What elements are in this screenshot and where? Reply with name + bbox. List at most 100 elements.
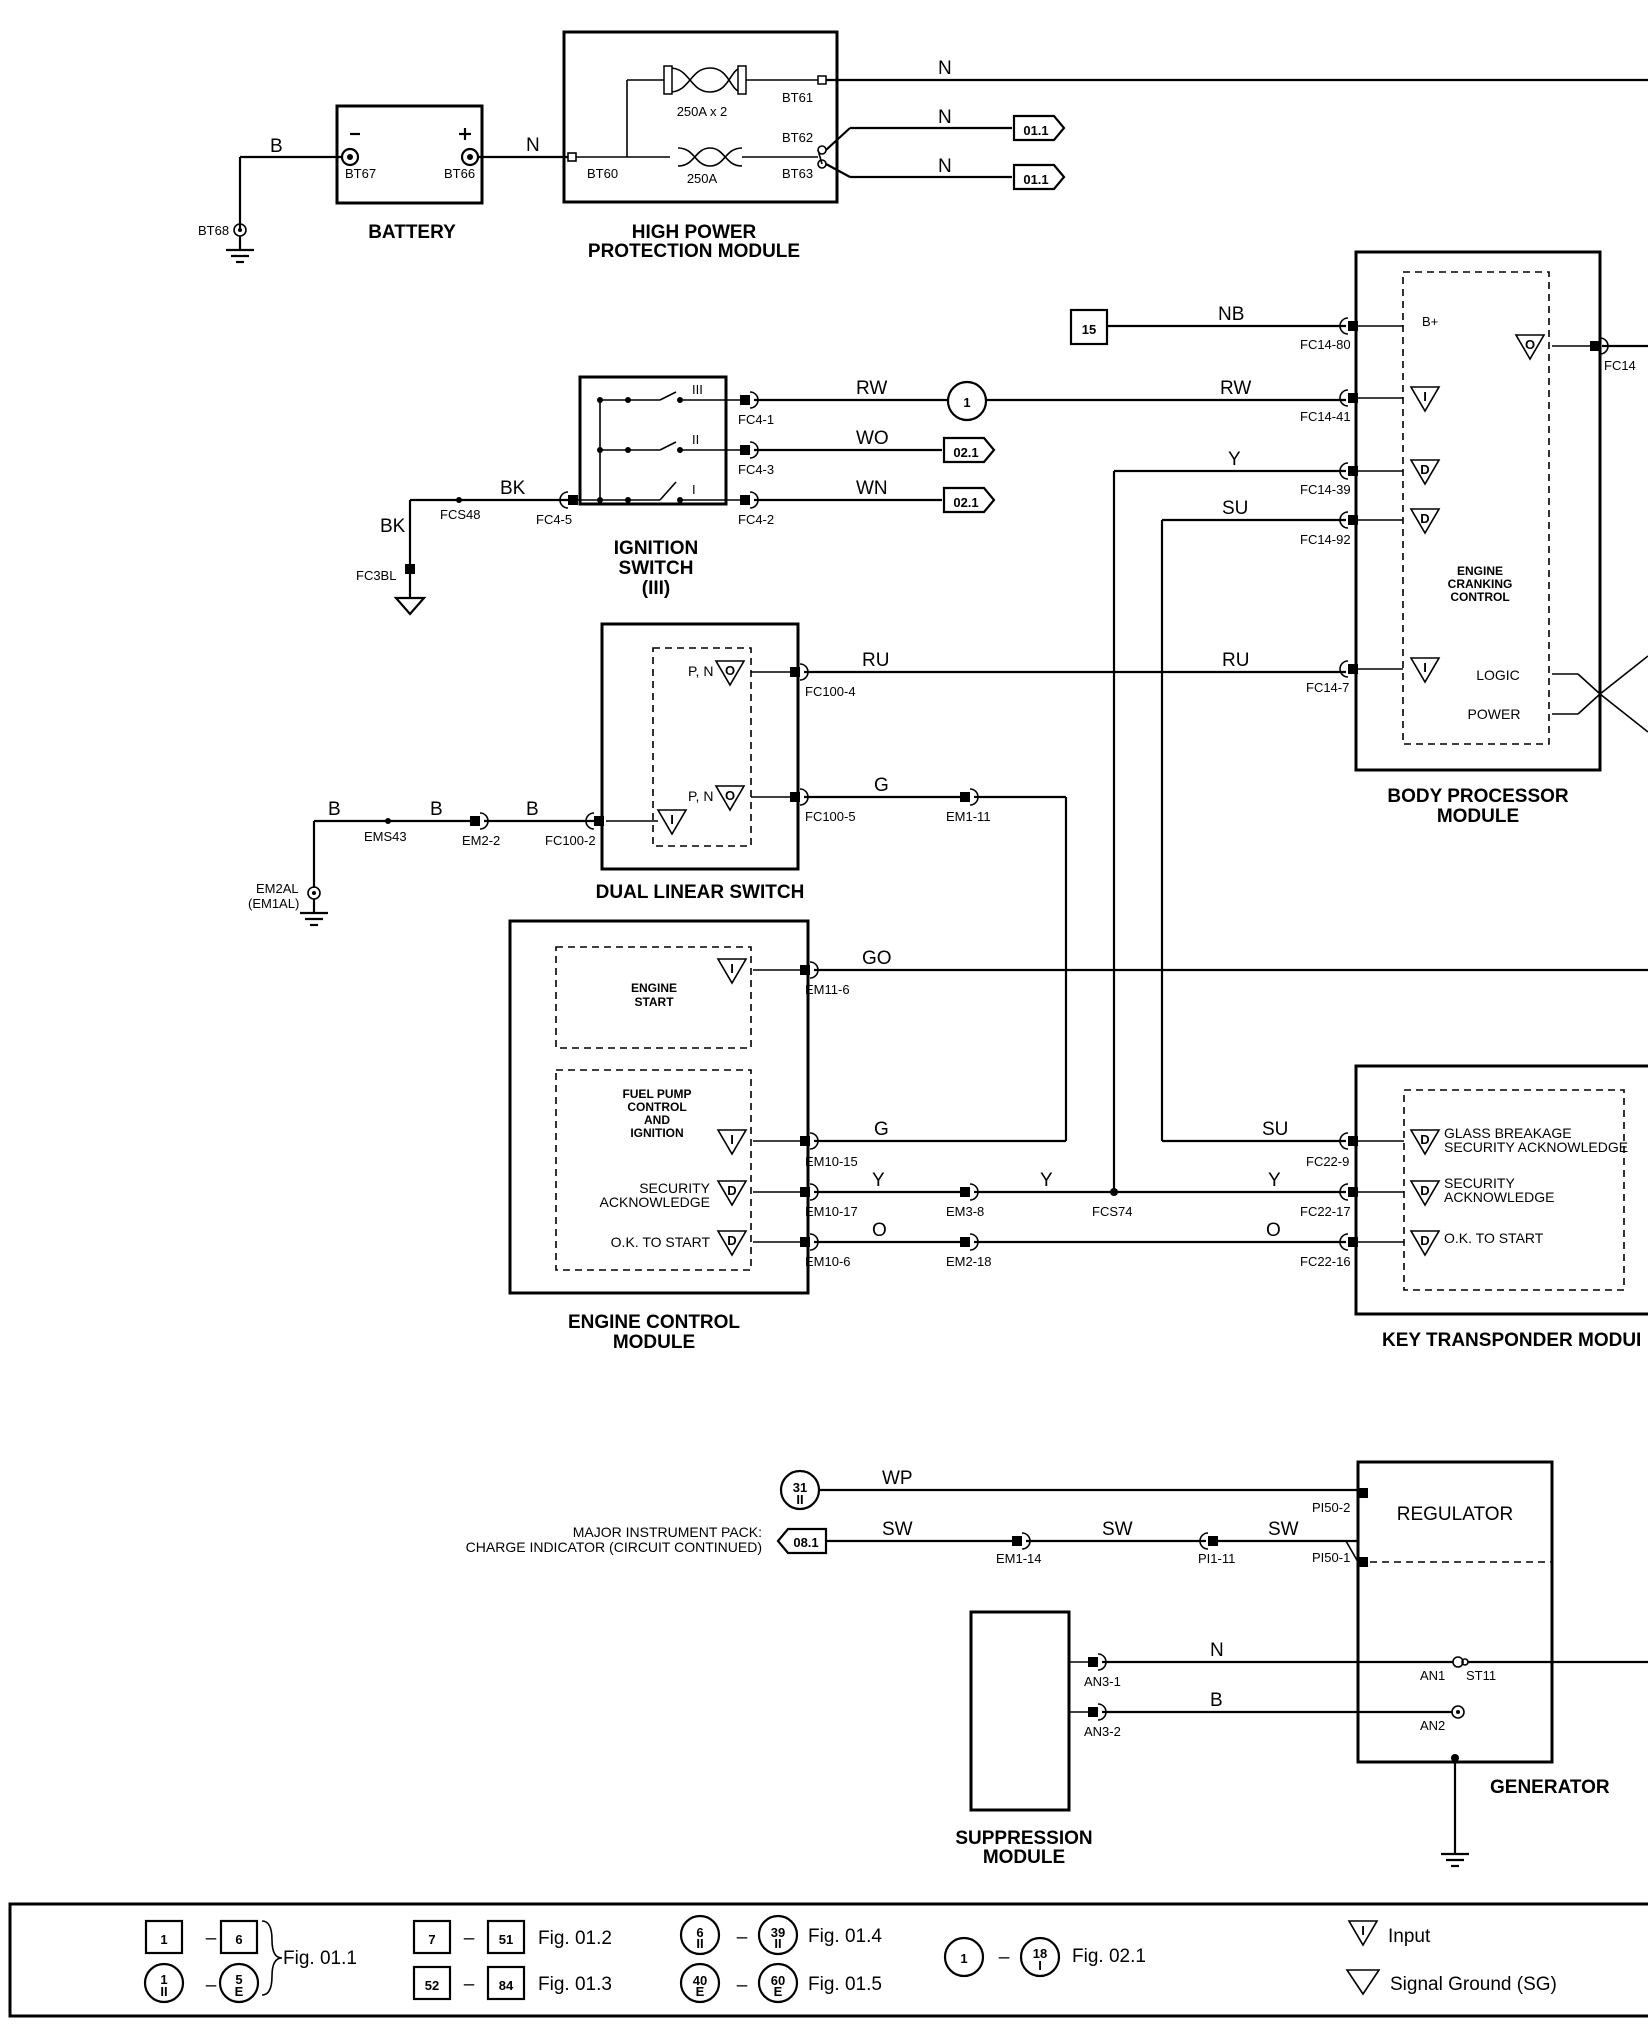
ref-01-1-b-label: 01.1: [1023, 172, 1048, 187]
logic-label: LOGIC: [1476, 667, 1520, 683]
power-label: POWER: [1468, 706, 1521, 722]
pin-bt66: BT66: [444, 166, 475, 181]
legend-e1s: E: [696, 1984, 705, 1999]
legend-f2: 18: [1033, 1946, 1047, 1961]
pin-em10-17: EM10-17: [805, 1204, 858, 1219]
bpm-input-symbol-1: I: [1423, 389, 1427, 404]
wire-bk2: BK: [380, 516, 406, 537]
fuel-label-3: AND: [644, 1113, 670, 1127]
ref-08-1[interactable]: 08.1: [776, 1527, 828, 1555]
pin-fc14-41: FC14-41: [1300, 409, 1351, 424]
ref-01-1-a[interactable]: 01.1: [1012, 114, 1066, 142]
bpm-label-1: BODY PROCESSOR: [1387, 786, 1569, 807]
wire-g1: G: [874, 775, 889, 796]
dls-output-symbol-2: O: [725, 788, 735, 803]
glass-label-2: SECURITY ACKNOWLEDGE: [1444, 1139, 1628, 1155]
wire-y2: Y: [872, 1170, 885, 1191]
pin-fc4-3: FC4-3: [738, 462, 774, 477]
wire-su1: SU: [1222, 498, 1248, 519]
glass-label-1: GLASS BREAKAGE: [1444, 1125, 1572, 1141]
legend-afig: Fig. 01.1: [283, 1948, 357, 1969]
fuse-250a: 250A: [687, 171, 718, 186]
suppression-label-2: MODULE: [983, 1847, 1065, 1868]
legend-a3: 1: [160, 1972, 167, 1987]
ecm-d-symbol-2: D: [727, 1233, 736, 1248]
body-processor-module: B+ O I D D I ENGINE CRANKING CONTROL LOG…: [1352, 250, 1648, 827]
wire-b1: B: [270, 136, 283, 157]
fuel-label-1: FUEL PUMP: [622, 1087, 691, 1101]
pin-ems43: EMS43: [364, 829, 407, 844]
wire-b5: B: [1210, 1690, 1223, 1711]
wire-n4: N: [938, 156, 952, 177]
ktm-d-symbol-1: D: [1420, 1132, 1429, 1147]
legend-e2s: E: [774, 1984, 783, 1999]
pin-fc14-39: FC14-39: [1300, 482, 1351, 497]
legend-dash-a2: –: [206, 1975, 217, 1996]
pin-fc4-5: FC4-5: [536, 512, 572, 527]
bpm-bplus-label: B+: [1422, 314, 1438, 329]
legend-a3s: II: [160, 1984, 167, 1999]
ecm-input-symbol-1: I: [730, 961, 734, 976]
ecm-label-1: ENGINE CONTROL: [568, 1312, 740, 1333]
wire-o2: O: [1266, 1220, 1281, 1241]
pin-em3-8: EM3-8: [946, 1204, 984, 1219]
battery: BT67 BT66 BATTERY: [335, 104, 484, 243]
pin-fcs48: FCS48: [440, 507, 480, 522]
wire-su2: SU: [1262, 1119, 1288, 1140]
ref-01-1-b[interactable]: 01.1: [1012, 163, 1066, 191]
dls-input-symbol: I: [670, 812, 674, 827]
pin-bt62: BT62: [782, 130, 813, 145]
pin-fc4-1: FC4-1: [738, 412, 774, 427]
switch-pos-I: I: [692, 482, 696, 497]
ignition-switch: III II I IGNITION SWITCH (III): [578, 375, 740, 599]
dual-linear-switch: P, N O P, N O I DUAL LINEAR SWITCH: [596, 622, 805, 903]
ref-02-1-a[interactable]: 02.1: [942, 436, 996, 464]
ref-02-1-b-label: 02.1: [953, 495, 978, 510]
legend-dash-a1: –: [206, 1928, 217, 1949]
pin-an1: AN1: [1420, 1668, 1445, 1683]
legend-c2: 84: [499, 1978, 514, 1993]
legend-input-symbol: I: [1361, 1923, 1365, 1938]
wire-wp: WP: [882, 1468, 913, 1489]
fuel-label-4: IGNITION: [630, 1126, 683, 1140]
crank-label-1: ENGINE: [1457, 564, 1503, 578]
legend-b1: 7: [428, 1932, 435, 1947]
ref-15[interactable]: 15: [1069, 308, 1109, 346]
suppression-label-1: SUPPRESSION: [955, 1828, 1092, 1849]
pin-fc22-16: FC22-16: [1300, 1254, 1351, 1269]
legend-a1: 1: [160, 1932, 167, 1947]
ref-02-1-b[interactable]: 02.1: [942, 486, 996, 514]
wire-ru2: RU: [1222, 650, 1249, 671]
wire-b2: B: [328, 799, 341, 820]
sec-ack-label-2: ACKNOWLEDGE: [600, 1194, 710, 1210]
crank-label-3: CONTROL: [1450, 590, 1509, 604]
legend-ffig: Fig. 02.1: [1072, 1946, 1146, 1967]
ref-circle-1[interactable]: 1: [946, 380, 988, 422]
wire-rw2: RW: [1220, 378, 1251, 399]
fuel-label-2: CONTROL: [627, 1100, 686, 1114]
crank-label-2: CRANKING: [1448, 577, 1513, 591]
pin-em10-15: EM10-15: [805, 1154, 858, 1169]
ktm-label: KEY TRANSPONDER MODUI: [1382, 1330, 1641, 1351]
switch-pos-III: III: [692, 382, 703, 397]
pin-em2-2: EM2-2: [462, 833, 500, 848]
ecm-input-symbol-2: I: [730, 1132, 734, 1147]
legend-a4: 5: [235, 1972, 242, 1987]
legend-dash-c: –: [464, 1974, 475, 1995]
ktm-d-symbol-3: D: [1420, 1233, 1429, 1248]
major-pack-label-1: MAJOR INSTRUMENT PACK:: [573, 1524, 762, 1540]
wire-rw1: RW: [856, 378, 887, 399]
ref-31-sub: II: [796, 1492, 803, 1507]
ref-circle-31[interactable]: 31 II: [779, 1469, 821, 1511]
wire-sw1: SW: [882, 1519, 913, 1540]
legend-a4s: E: [235, 1984, 244, 1999]
pin-bt67: BT67: [345, 166, 376, 181]
wire-sw2: SW: [1102, 1519, 1133, 1540]
legend-cfig: Fig. 01.3: [538, 1974, 612, 1995]
legend-dash-d: –: [737, 1927, 748, 1948]
dls-label: DUAL LINEAR SWITCH: [596, 882, 805, 903]
legend-bfig: Fig. 01.2: [538, 1928, 612, 1949]
pin-em1-11: EM1-11: [946, 809, 991, 824]
pin-pi1-11: PI1-11: [1198, 1551, 1235, 1566]
legend-f1: 1: [960, 1951, 967, 1966]
